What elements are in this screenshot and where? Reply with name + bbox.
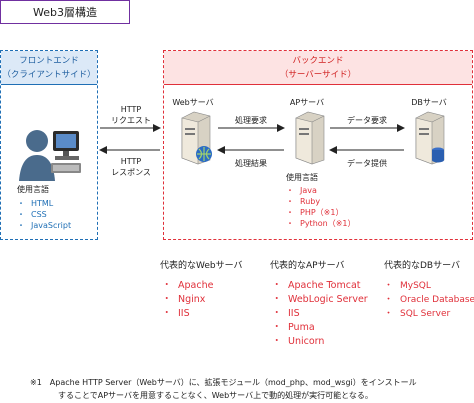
list-item: ・IIS [162,308,190,319]
http-request-label: HTTP リクエスト [111,105,151,125]
footnote-line1: ※1 Apache HTTP Server（Webサーバ）に、拡張モジュール（m… [30,378,417,387]
backend-panel: バックエンド （サーバーサイド） [163,50,473,240]
db-examples-list: ・MySQL ・Oracle Database ・SQL Server [384,279,474,321]
process-result-label: 処理結果 [235,159,267,168]
list-item: ・Apache [162,280,214,291]
ap-examples-title: 代表的なAPサーバ [270,261,345,271]
list-item: ・JavaScript [17,221,72,230]
frontend-heading-line2: （クライアントサイド） [2,70,96,80]
data-request-label: データ要求 [347,116,387,125]
list-item: ・Java [286,186,317,195]
list-item: ・HTML [17,199,54,208]
list-item: ・Unicorn [272,336,325,347]
list-item: ・Puma [272,322,315,333]
list-item: ・Python（※1） [286,219,356,228]
db-server-icon [415,111,445,165]
web-server-label: Webサーバ [172,98,214,107]
data-provide-label: データ提供 [347,159,387,168]
http-response-label: HTTP レスポンス [111,157,151,177]
ap-server-label: APサーバ [289,98,325,107]
web-server-icon [181,111,212,165]
footnote: ※1 Apache HTTP Server（Webサーバ）に、拡張モジュール（m… [30,376,417,402]
list-item: ・Apache Tomcat [272,280,361,291]
frontend-lang-label: 使用言語 [17,185,49,194]
process-request-label: 処理要求 [235,116,267,125]
footnote-line2: することでAPサーバを用意することなく、Webサーバ上で動的処理が実行可能となる… [58,391,373,400]
ap-server-icon [295,111,325,165]
frontend-heading-line1: フロントエンド [19,56,79,66]
frontend-lang-list: ・HTML ・CSS ・JavaScript [17,198,71,231]
list-item: ・Nginx [162,294,206,305]
backend-heading-line1: バックエンド [292,56,344,66]
web-examples-list: ・Apache ・Nginx ・IIS [162,279,213,321]
client-user-pc-icon [19,130,81,181]
frontend-panel: フロントエンド （クライアントサイド） 使用言語 ・HTML ・CSS ・Jav… [0,50,98,240]
list-item: ・MySQL [384,281,431,291]
frontend-heading: フロントエンド （クライアントサイド） [1,51,97,85]
db-server-label: DBサーバ [411,98,447,107]
db-examples-title: 代表的なDBサーバ [384,261,461,271]
diagram-title: Web3層構造 [0,0,130,24]
ap-lang-list: ・Java ・Ruby ・PHP（※1） ・Python（※1） [286,185,356,229]
web-examples-title: 代表的なWebサーバ [160,261,243,271]
list-item: ・Ruby [286,197,321,206]
ap-lang-label: 使用言語 [286,173,318,182]
list-item: ・CSS [17,210,47,219]
list-item: ・WebLogic Server [272,294,368,305]
list-item: ・Oracle Database [384,295,474,305]
ap-examples-list: ・Apache Tomcat ・WebLogic Server ・IIS ・Pu… [272,279,368,349]
backend-heading-line2: （サーバーサイド） [279,70,357,80]
list-item: ・PHP（※1） [286,208,344,217]
backend-heading: バックエンド （サーバーサイド） [164,51,472,85]
list-item: ・IIS [272,308,300,319]
list-item: ・SQL Server [384,309,451,319]
